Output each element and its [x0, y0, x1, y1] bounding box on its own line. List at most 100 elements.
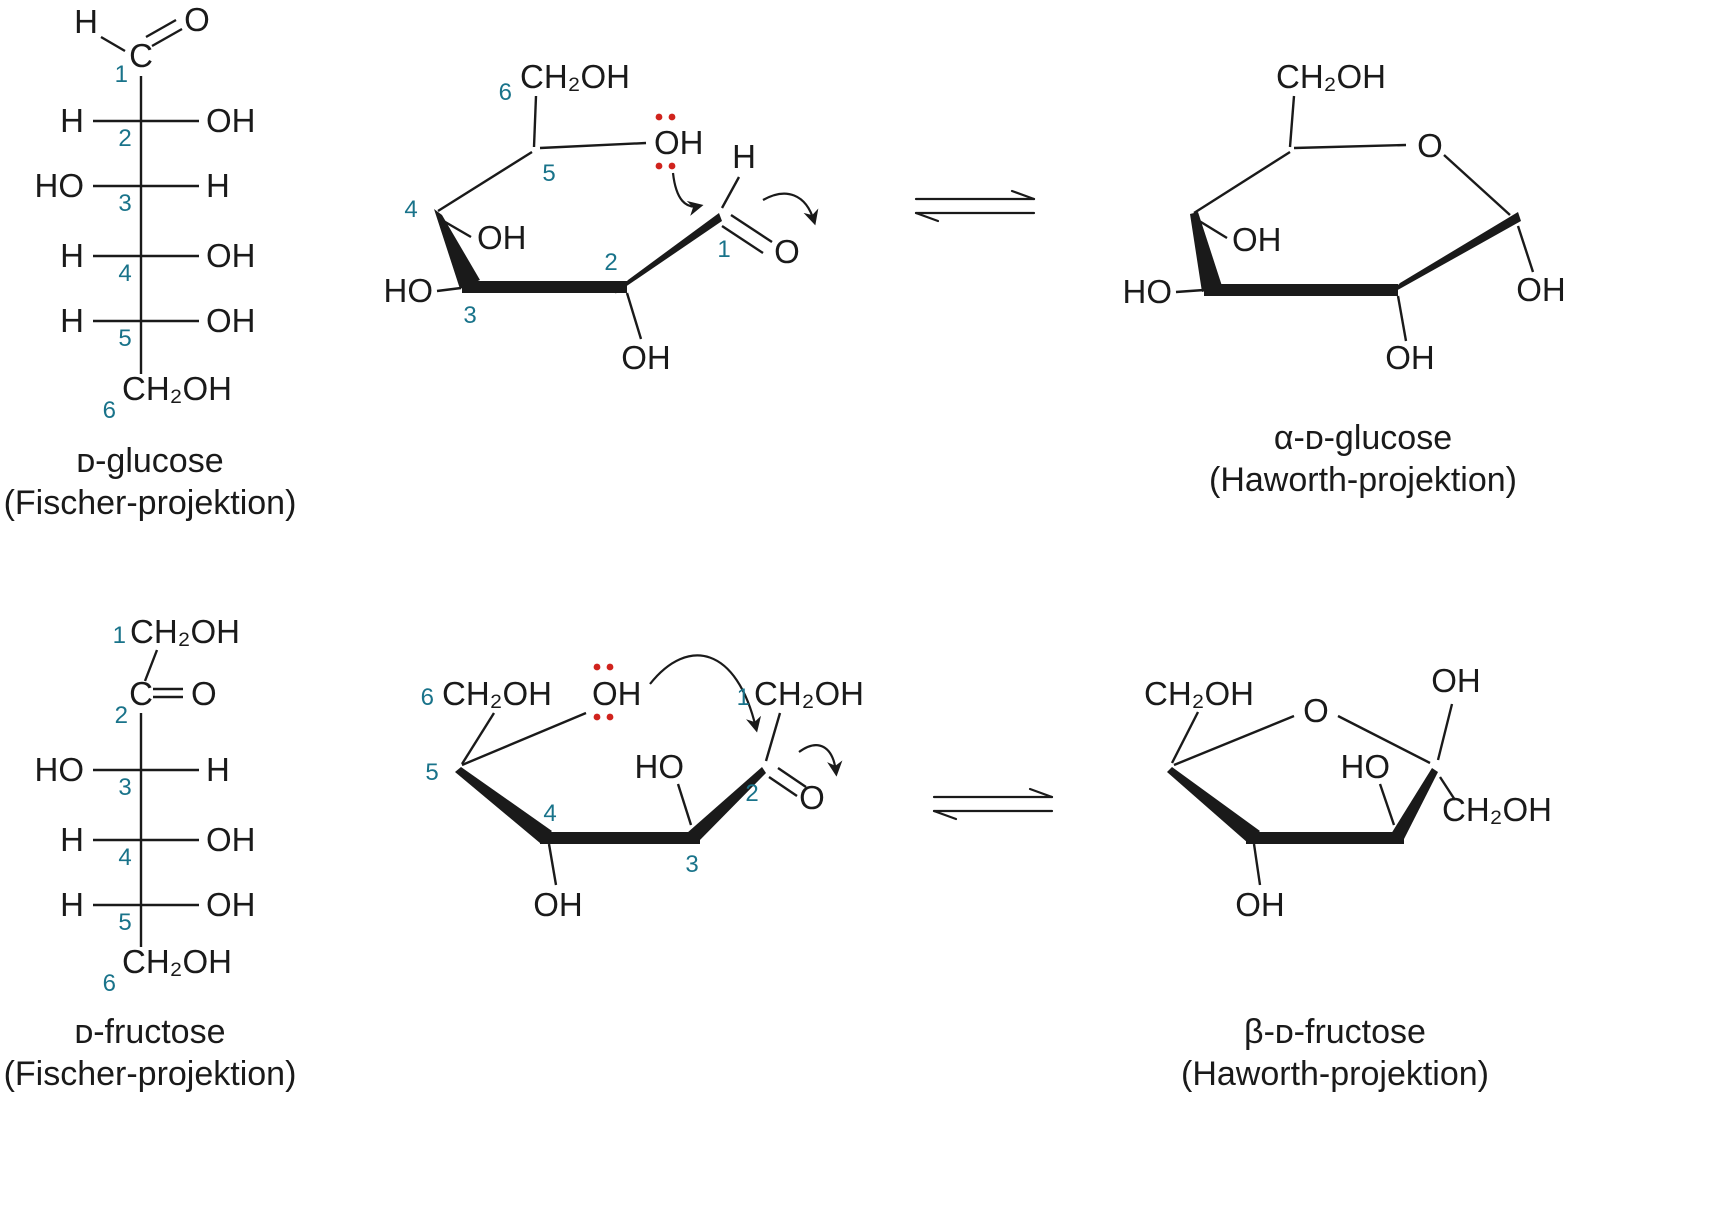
- bond: [764, 712, 782, 762]
- alpha-glucose-haworth: CH₂OH O OH HO OH OH α-ᴅ-glucose (Haworth…: [1123, 58, 1566, 499]
- lone-pair-dot: [606, 663, 614, 671]
- atom-label: H: [60, 102, 84, 139]
- wedge-bond: [1167, 767, 1260, 843]
- wedge-bond: [615, 213, 722, 294]
- equilibrium-arrow-barb: [1028, 787, 1054, 799]
- ring-oxygen-label: O: [1417, 127, 1443, 164]
- glucose-open-chain: 6 CH₂OH 5 OH H 1 O 4 OH HO 3 2 OH: [384, 58, 819, 376]
- bond: [1175, 288, 1205, 294]
- double-bond: [721, 224, 764, 255]
- atom-label: OH: [1235, 886, 1285, 923]
- structure-caption: (Fischer-projektion): [4, 1055, 297, 1093]
- curved-arrow: [762, 192, 819, 226]
- atom-label: CH₂OH: [122, 370, 232, 407]
- bond: [1396, 295, 1408, 342]
- wedge-bond: [1190, 212, 1222, 292]
- carbon-number: 5: [425, 759, 438, 786]
- carbon-number: 3: [463, 302, 476, 329]
- atom-label: CH₂OH: [1276, 58, 1386, 95]
- equilibrium-arrow-barb: [1010, 189, 1036, 201]
- bond: [539, 141, 647, 150]
- atom-label: OH: [206, 821, 256, 858]
- bond: [720, 176, 741, 209]
- atom-label: CH₂OH: [130, 613, 240, 650]
- atom-label: OH: [592, 675, 642, 712]
- curved-arrow: [798, 744, 843, 777]
- carbon-number: 3: [118, 774, 131, 801]
- bond: [143, 649, 159, 682]
- atom-label: HO: [1123, 273, 1173, 310]
- double-bond: [151, 27, 183, 48]
- bond: [625, 292, 643, 340]
- bond: [460, 712, 496, 765]
- atom-label: HO: [384, 272, 434, 309]
- beta-fructose-haworth: CH₂OH O OH HO CH₂OH OH β-ᴅ-fructose (Haw…: [1144, 662, 1552, 1093]
- carbon-number: 1: [737, 684, 750, 711]
- carbon-number: 3: [685, 851, 698, 878]
- carbon-number: 6: [499, 79, 512, 106]
- atom-label: H: [74, 3, 98, 40]
- wedge-bond: [455, 767, 552, 843]
- bond: [1252, 843, 1262, 886]
- structure-caption: (Haworth-projektion): [1209, 461, 1517, 499]
- atom-label: H: [60, 821, 84, 858]
- bond: [1378, 783, 1396, 826]
- atom-label: CH₂OH: [442, 675, 552, 712]
- atom-label: O: [774, 233, 800, 270]
- carbon-number: 4: [543, 800, 556, 827]
- atom-label: O: [184, 1, 210, 38]
- atom-label: OH: [1385, 339, 1435, 376]
- carbon-number: 4: [118, 260, 131, 287]
- carbon-number: 2: [604, 249, 617, 276]
- fructose-open-chain: 6 CH₂OH 5 OH 1 CH₂OH HO 2 O 3 4 OH: [421, 654, 864, 923]
- carbon-number: 1: [717, 236, 730, 263]
- atom-label: OH: [206, 102, 256, 139]
- atom-label: HO: [35, 751, 85, 788]
- bond: [461, 711, 587, 767]
- glucose-fischer-projection: H O C 1 H OH 2 HO H 3 H OH 4 H OH 5 CH₂O…: [4, 1, 297, 522]
- structure-caption: ᴅ-fructose: [74, 1013, 225, 1051]
- carbon-number: 4: [404, 196, 417, 223]
- structure-caption: ᴅ-glucose: [76, 442, 223, 480]
- atom-label: HO: [635, 748, 685, 785]
- atom-label: HO: [1341, 748, 1391, 785]
- bond: [437, 150, 533, 213]
- atom-label: CH₂OH: [754, 675, 864, 712]
- curved-arrow: [649, 654, 762, 733]
- atom-label: O: [191, 675, 217, 712]
- fructose-fischer-projection: 1 CH₂OH C O 2 HO H 3 H OH 4 H OH 5 CH₂OH…: [4, 613, 297, 1093]
- bond: [547, 843, 558, 886]
- wedge-bond: [1387, 212, 1521, 296]
- lone-pair-dot: [668, 113, 676, 121]
- carbon-number: 6: [421, 684, 434, 711]
- structure-caption: α-ᴅ-glucose: [1274, 419, 1452, 457]
- carbon-number: 3: [118, 190, 131, 217]
- bond: [1438, 776, 1457, 801]
- lone-pair-dot: [606, 713, 614, 721]
- lone-pair-dot: [593, 713, 601, 721]
- bond: [1288, 95, 1296, 148]
- lone-pair-dot: [655, 162, 663, 170]
- bond: [1193, 150, 1291, 215]
- bond: [1173, 714, 1295, 767]
- atom-label: OH: [206, 237, 256, 274]
- atom-label: C: [129, 37, 153, 74]
- bond: [1516, 225, 1535, 273]
- carbon-number: 1: [113, 622, 126, 649]
- bond: [1170, 711, 1200, 764]
- carbon-number: 5: [118, 325, 131, 352]
- carbon-number: 4: [118, 844, 131, 871]
- atom-label: HO: [35, 167, 85, 204]
- carbon-number: 5: [118, 909, 131, 936]
- atom-label: H: [60, 237, 84, 274]
- atom-label: OH: [477, 219, 527, 256]
- structure-caption: β-ᴅ-fructose: [1244, 1013, 1426, 1051]
- atom-label: OH: [533, 886, 583, 923]
- atom-label: H: [206, 751, 230, 788]
- atom-label: OH: [1516, 271, 1566, 308]
- atom-label: H: [60, 302, 84, 339]
- atom-label: OH: [1232, 221, 1282, 258]
- atom-label: H: [60, 886, 84, 923]
- lone-pair-dot: [668, 162, 676, 170]
